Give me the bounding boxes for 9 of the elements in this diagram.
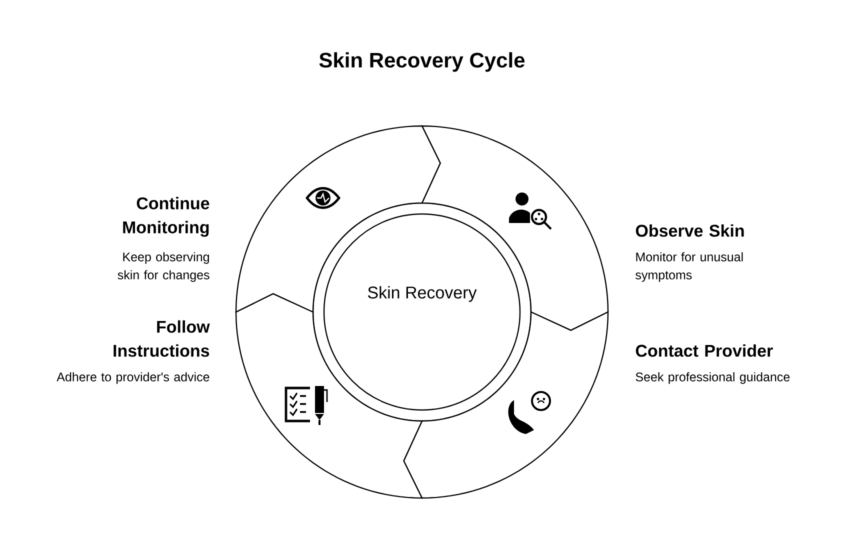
step-description: Adhere to provider's advice	[56, 372, 210, 384]
step-description: Monitor for unusual symptoms	[636, 252, 743, 282]
step-heading: Contact Provider	[636, 344, 773, 357]
step-heading: Follow Instructions	[114, 320, 210, 357]
title: Skin Recovery Cycle	[319, 52, 525, 72]
step-description: Seek professional guidance	[636, 372, 790, 384]
step-description: Keep observing skin for changes	[118, 252, 210, 282]
step-heading: Observe Skin	[636, 224, 744, 237]
step-heading: Continue Monitoring	[123, 196, 210, 237]
